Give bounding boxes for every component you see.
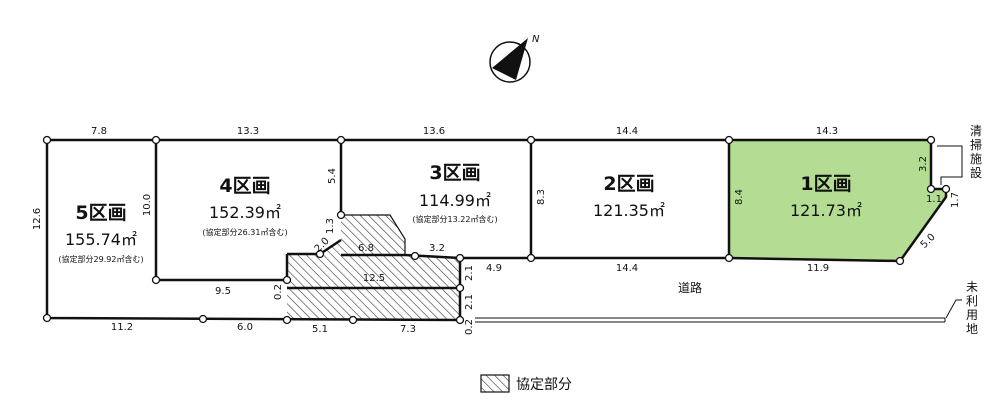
legend-swatch xyxy=(480,374,510,393)
north-arrow-icon xyxy=(492,38,528,80)
unused-land-label: 未利用地 xyxy=(966,280,978,336)
lot-bottom-dimensions: 4.9 14.4 11.9 xyxy=(486,263,829,274)
dim-inner-2-1-lower: 2.1 xyxy=(464,294,475,310)
dim-lot1-right: 3.2 xyxy=(918,156,929,172)
dim-top-lot1: 14.3 xyxy=(816,126,838,137)
dim-bottom-7-3: 7.3 xyxy=(400,324,416,335)
lot-5-name: 5区画 xyxy=(75,202,126,224)
lot-5-area: 155.74㎡ xyxy=(65,230,137,249)
dim-bottom-11-2: 11.2 xyxy=(111,322,133,333)
lot-5-label: 5区画 155.74㎡ (協定部分29.92㎡含む) xyxy=(58,202,143,264)
dim-bottom-lot1: 11.9 xyxy=(807,263,829,274)
dim-inner-2-1-upper: 2.1 xyxy=(464,265,475,281)
unused-land-strip xyxy=(475,317,946,323)
dim-top-lot2: 14.4 xyxy=(616,126,638,137)
dim-bottom-lot3: 4.9 xyxy=(486,263,502,274)
dim-bottom-5-1: 5.1 xyxy=(312,324,328,335)
dim-inner-0-2-left: 0.2 xyxy=(273,284,284,300)
lot-2-name: 2区画 xyxy=(603,173,654,195)
bottom-dimensions: 11.2 6.0 5.1 7.3 xyxy=(111,322,416,335)
dim-inner-1-3: 1.3 xyxy=(325,218,336,234)
lot-3-note: (協定部分13.22㎡含む) xyxy=(412,214,497,224)
lot-1-area: 121.73㎡ xyxy=(790,201,862,220)
dim-top-lot5: 7.8 xyxy=(91,126,107,137)
dim-inner-12-5: 12.5 xyxy=(363,273,385,284)
lot-1-label: 1区画 121.73㎡ xyxy=(790,173,862,220)
leader-lines xyxy=(937,145,963,319)
agreement-outline xyxy=(341,214,406,255)
dim-lot4-left: 10.0 xyxy=(142,194,153,216)
lot-4-name: 4区画 xyxy=(219,175,270,197)
boundary-markers xyxy=(42,135,951,325)
dim-lot2-left: 8.3 xyxy=(536,189,547,205)
north-arrow: N xyxy=(489,34,540,83)
lot-1-name: 1区画 xyxy=(800,173,851,195)
dim-bottom-lot2: 14.4 xyxy=(616,263,638,274)
dim-diagonal: 5.0 xyxy=(919,232,938,251)
dim-notch-height: 1.7 xyxy=(950,192,961,208)
lot-4-note: (協定部分26.31㎡含む) xyxy=(202,227,287,237)
lot-2-label: 2区画 121.35㎡ xyxy=(593,173,665,220)
lot-3-name: 3区画 xyxy=(429,162,480,184)
road-label: 道路 xyxy=(678,280,702,295)
dim-inner-0-2-right: 0.2 xyxy=(464,319,475,335)
dim-top-lot3: 13.6 xyxy=(423,126,445,137)
dim-inner-3-2: 3.2 xyxy=(429,243,445,254)
lot-2-area: 121.35㎡ xyxy=(593,201,665,220)
dim-left-edge: 12.6 xyxy=(32,208,43,230)
dim-inner-6-8: 6.8 xyxy=(358,243,374,254)
lot-1-area xyxy=(729,140,946,261)
dim-lot3-left: 5.4 xyxy=(327,168,338,184)
north-label: N xyxy=(532,34,540,45)
lot-4-label: 4区画 152.39㎡ (協定部分26.31㎡含む) xyxy=(202,175,287,237)
top-dimensions: 7.8 13.3 13.6 14.4 14.3 xyxy=(91,126,838,137)
agreement-area xyxy=(287,215,460,320)
lot-5-note: (協定部分29.92㎡含む) xyxy=(58,254,143,264)
dim-inner-9-5: 9.5 xyxy=(215,286,231,297)
dim-notch-width: 1.1 xyxy=(926,194,942,205)
cleaning-facility-label: 清掃施設 xyxy=(970,124,982,180)
lot-3-area: 114.99㎡ xyxy=(419,191,491,210)
lot-3-label: 3区画 114.99㎡ (協定部分13.22㎡含む) xyxy=(412,162,497,224)
compass-circle xyxy=(489,41,531,83)
dim-top-lot4: 13.3 xyxy=(237,126,259,137)
dim-bottom-6-0: 6.0 xyxy=(237,322,253,333)
lot-4-area: 152.39㎡ xyxy=(209,203,281,222)
dim-lot1-left: 8.4 xyxy=(734,189,745,205)
divider-dimensions: 12.6 10.0 5.4 8.3 8.4 3.2 xyxy=(32,156,929,230)
legend-label: 協定部分 xyxy=(516,377,572,393)
legend: 協定部分 xyxy=(480,374,572,393)
